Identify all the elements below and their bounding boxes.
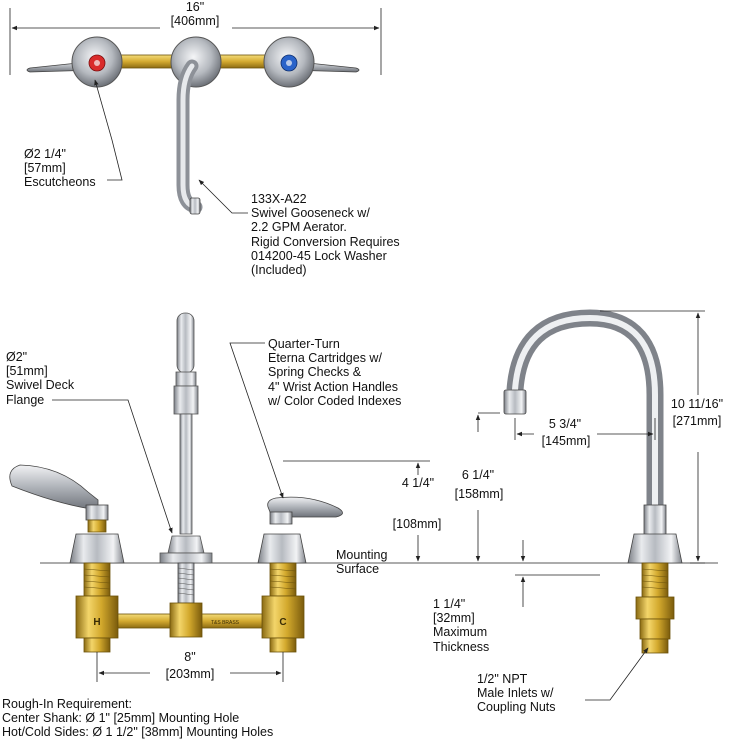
leader-line [52, 399, 173, 534]
right-coupling-nut [269, 637, 297, 653]
front-view: H C T&S BRASS [9, 312, 718, 682]
inlets-callout: 1/2" NPT Male Inlets w/ Coupling Nuts [477, 672, 556, 715]
spout-riser [179, 413, 193, 535]
reach-mm: [145mm] [541, 434, 591, 448]
left-wrist-handle [9, 464, 99, 511]
side-aerator [503, 389, 527, 415]
outlet-height-in: 6 1/4" [461, 468, 495, 482]
leader-line [229, 342, 284, 499]
top-view [9, 8, 382, 215]
left-bonnet [69, 533, 125, 564]
left-valve-body [75, 595, 119, 639]
side-coupling-nut [641, 638, 669, 654]
aerator-top-view [189, 197, 201, 215]
overall-height-mm: [271mm] [672, 414, 722, 428]
right-bonnet [257, 533, 307, 564]
leader-line [94, 79, 123, 181]
overall-width-in: 16" [185, 0, 205, 14]
overall-height-in: 10 11/16" [670, 397, 724, 411]
overall-width-mm: [406mm] [170, 14, 220, 28]
center-tee [169, 602, 203, 638]
outlet-height-mm: [158mm] [454, 487, 504, 501]
swivel-nut [167, 535, 205, 554]
swivel-deck-flange [159, 552, 213, 564]
reach-in: 5 3/4" [548, 417, 582, 431]
body-stamp: T&S BRASS [211, 620, 240, 626]
deck-flange-callout: Ø2" [51mm] Swivel Deck Flange [6, 350, 75, 407]
hot-marking: H [93, 617, 100, 628]
mounting-surface-label: Mounting Surface [336, 548, 388, 577]
left-coupling-nut [83, 637, 111, 653]
side-valve-body [635, 596, 675, 620]
spout-collar [173, 385, 199, 415]
side-bonnet [627, 533, 683, 564]
left-shank [83, 562, 111, 597]
center-spacing-mm: [203mm] [165, 667, 215, 681]
right-shank [269, 562, 297, 597]
handle-height-in: 4 1/4" [401, 476, 435, 490]
rough-in-requirement: Rough-In Requirement: Center Shank: Ø 1"… [2, 697, 274, 740]
leader-line [198, 179, 248, 214]
gooseneck-callout: 133X-A22 Swivel Gooseneck w/ 2.2 GPM Aer… [251, 192, 400, 278]
center-spout-tube [176, 312, 195, 374]
escutcheons-callout: Ø2 1/4" [57mm] Escutcheons [24, 147, 96, 190]
side-shank [641, 562, 669, 598]
center-spacing-in: 8" [184, 650, 196, 664]
max-thickness-callout: 1 1/4" [32mm] Maximum Thickness [433, 597, 490, 654]
handle-height-mm: [108mm] [392, 517, 442, 531]
leader-line [585, 647, 649, 701]
cold-marking: C [279, 617, 286, 628]
side-view [503, 309, 705, 701]
cartridges-callout: Quarter-Turn Eterna Cartridges w/ Spring… [268, 337, 402, 408]
